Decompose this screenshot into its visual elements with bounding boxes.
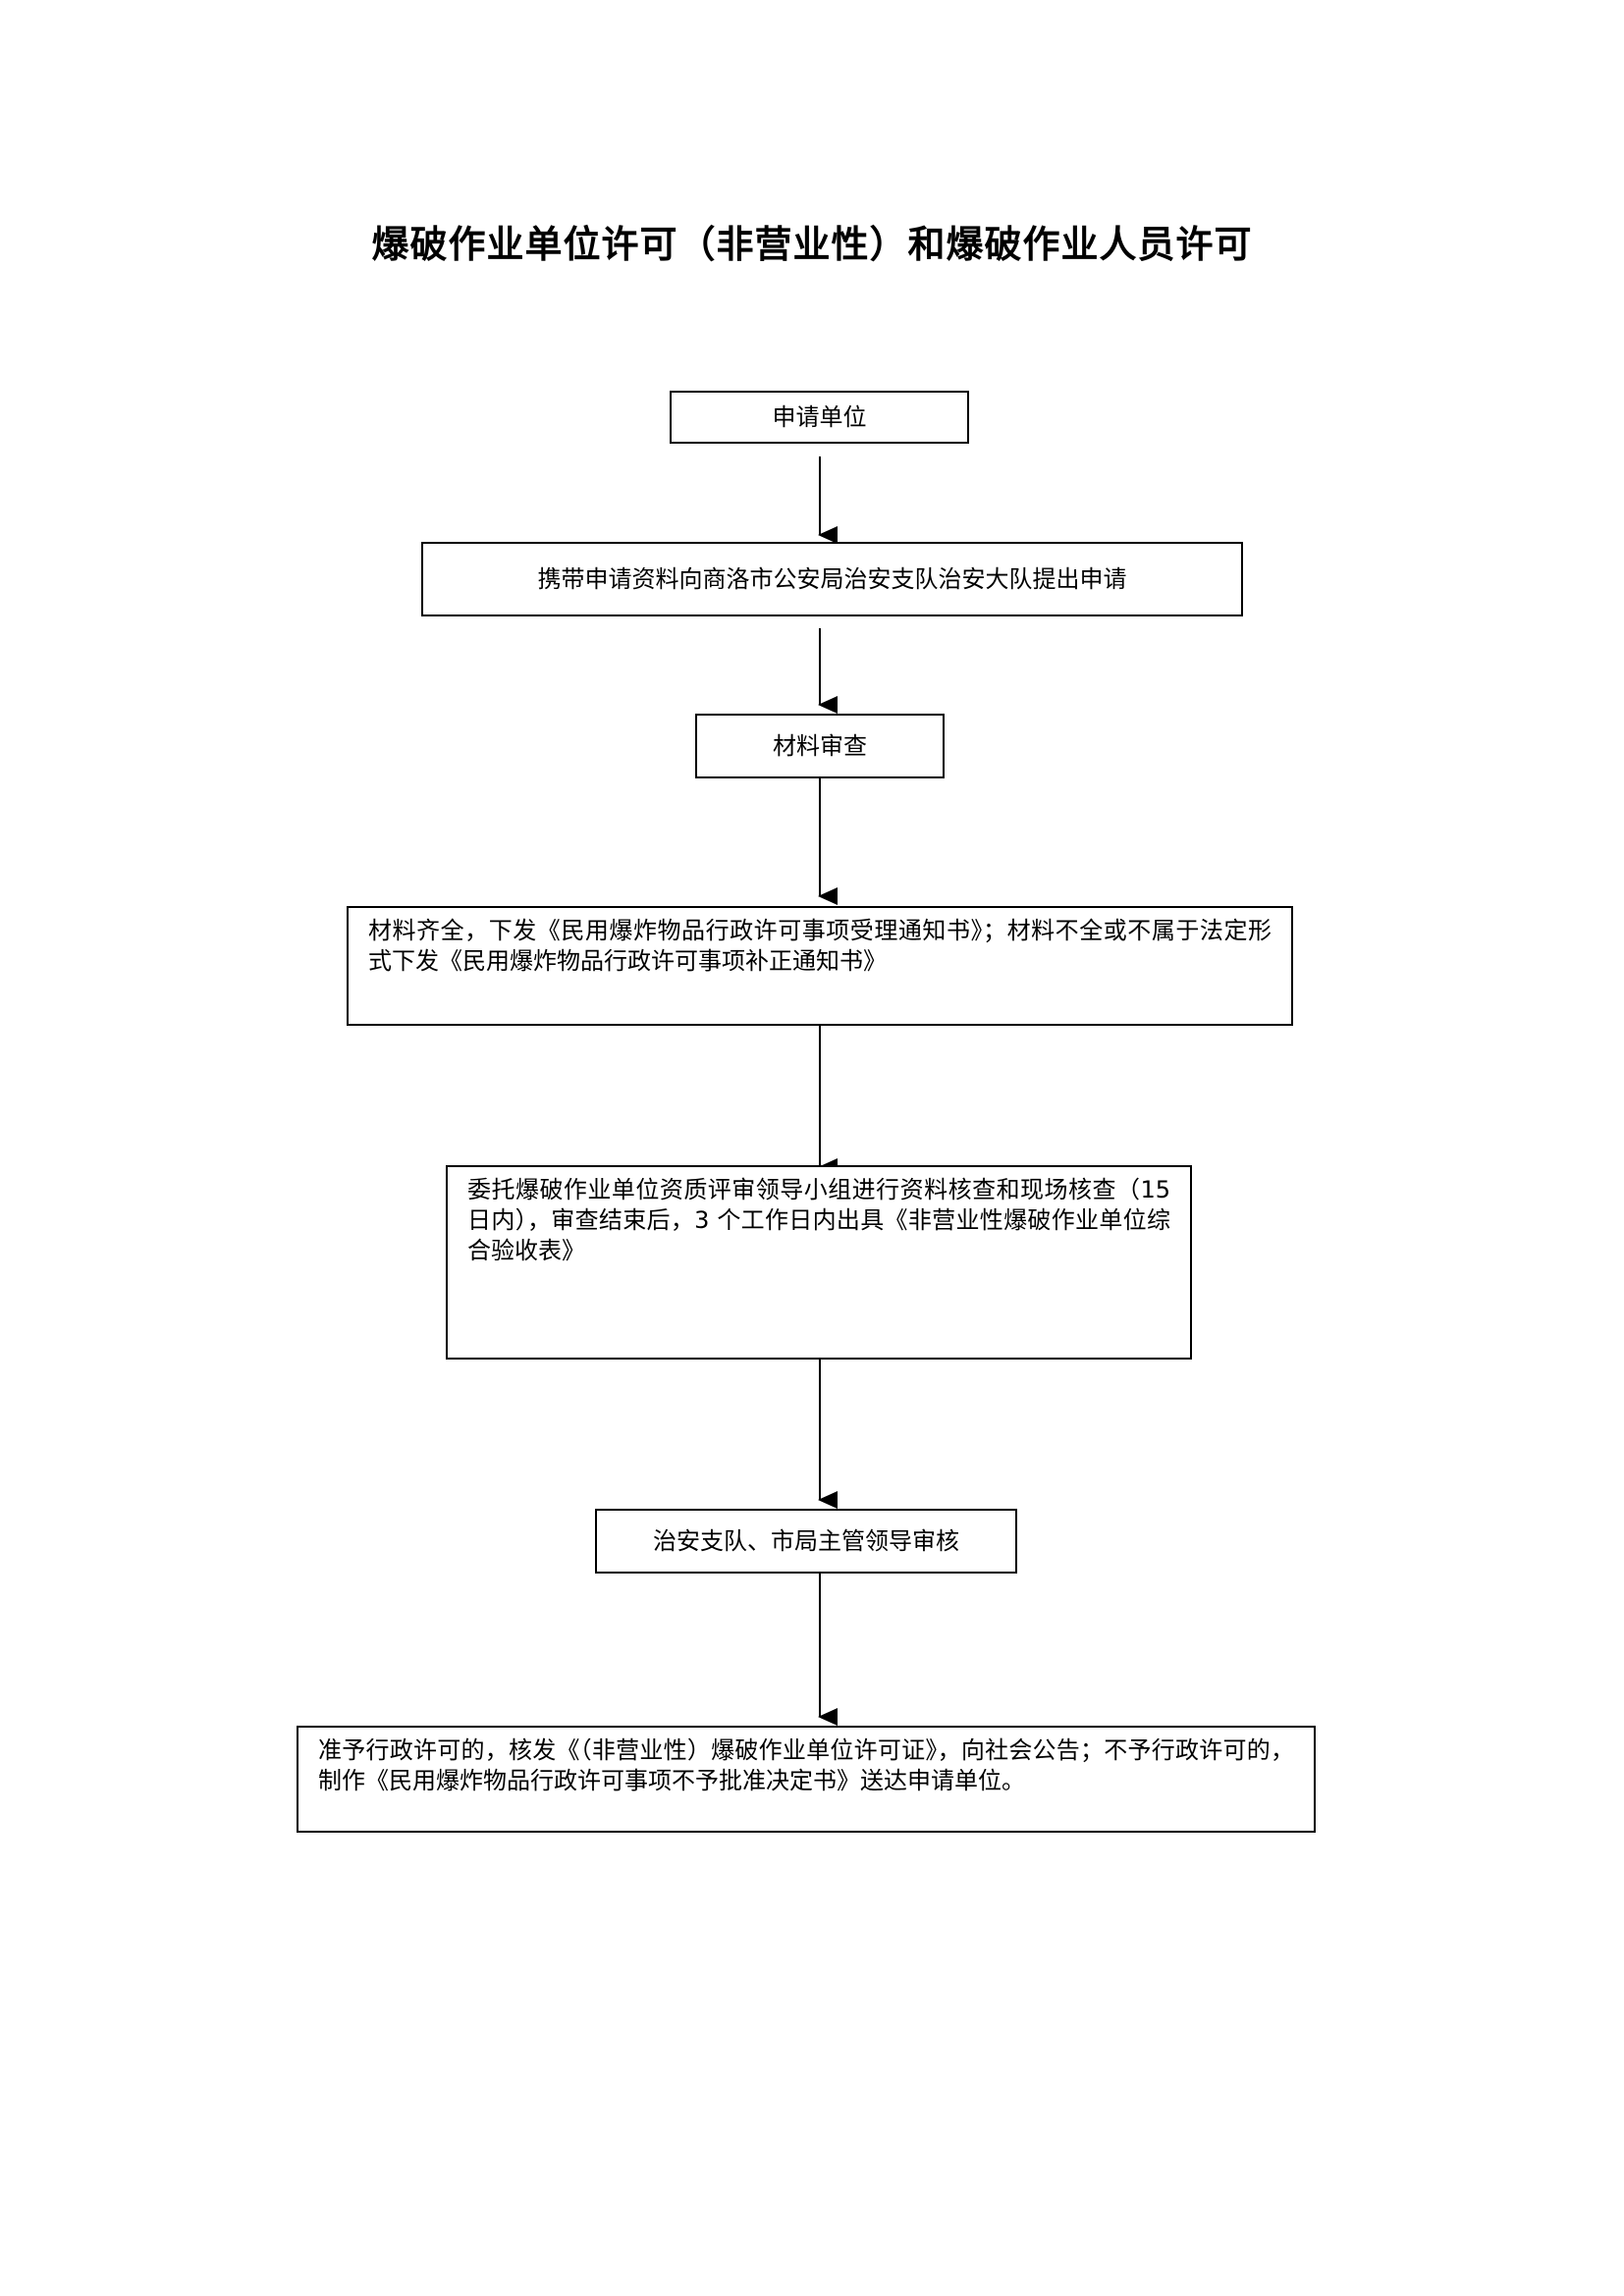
step-final-decision: 准予行政许可的，核发《（非营业性）爆破作业单位许可证》，向社会公告；不予行政许可… xyxy=(297,1726,1316,1833)
page-title: 爆破作业单位许可（非营业性）和爆破作业人员许可 xyxy=(371,222,1253,266)
step-apply-unit: 申请单位 xyxy=(670,391,969,444)
step-qualification-check: 委托爆破作业单位资质评审领导小组进行资料核查和现场核查（15 日内），审查结束后… xyxy=(446,1165,1192,1360)
step-material-review: 材料审查 xyxy=(695,714,945,778)
step-submit-application: 携带申请资料向商洛市公安局治安支队治安大队提出申请 xyxy=(421,542,1243,616)
step-issue-notice: 材料齐全，下发《民用爆炸物品行政许可事项受理通知书》；材料不全或不属于法定形式下… xyxy=(347,906,1293,1026)
step-leader-review: 治安支队、市局主管领导审核 xyxy=(595,1509,1017,1574)
